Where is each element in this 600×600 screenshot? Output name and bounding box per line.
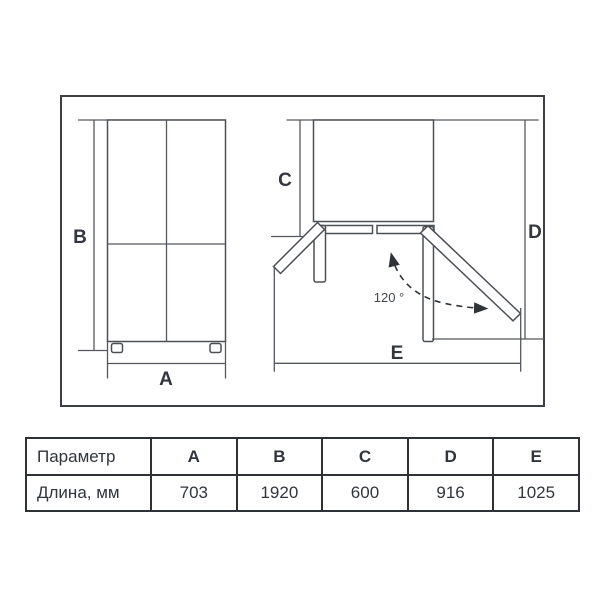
header-D: D — [406, 437, 495, 476]
cell-length-B: 1920 — [235, 474, 324, 512]
left-foot — [110, 342, 124, 354]
cell-length-C: 600 — [321, 474, 409, 512]
header-parameter: Параметр — [25, 437, 152, 476]
fridge-front-view: B A — [73, 119, 227, 390]
cell-length-E: 1025 — [492, 474, 580, 512]
left-door-open-wide — [272, 221, 326, 275]
dimensions-diagram: B A C — [60, 95, 545, 407]
cell-length-D: 916 — [406, 474, 495, 512]
header-E: E — [492, 437, 580, 476]
diagram-frame — [60, 95, 545, 407]
label-B: B — [73, 227, 87, 248]
label-D: D — [528, 222, 542, 243]
right-foot — [209, 342, 222, 354]
fridge-body-top — [312, 119, 435, 223]
label-angle: 120 ° — [374, 290, 405, 305]
label-C: C — [278, 170, 292, 191]
table-row: Длина, мм 703 1920 600 916 1025 — [25, 474, 580, 512]
right-door-open-120 — [419, 224, 522, 322]
table-header-row: Параметр A B C D E — [25, 437, 580, 476]
label-A: A — [159, 369, 173, 390]
parameters-table: Параметр A B C D E Длина, мм 703 1920 60… — [25, 437, 580, 512]
header-B: B — [235, 437, 324, 476]
fridge-top-view: C D E 120 ° — [271, 119, 544, 372]
header-A: A — [150, 437, 238, 476]
label-E: E — [391, 343, 404, 364]
cell-length-A: 703 — [150, 474, 238, 512]
header-C: C — [321, 437, 409, 476]
cell-length-label: Длина, мм — [25, 474, 152, 512]
